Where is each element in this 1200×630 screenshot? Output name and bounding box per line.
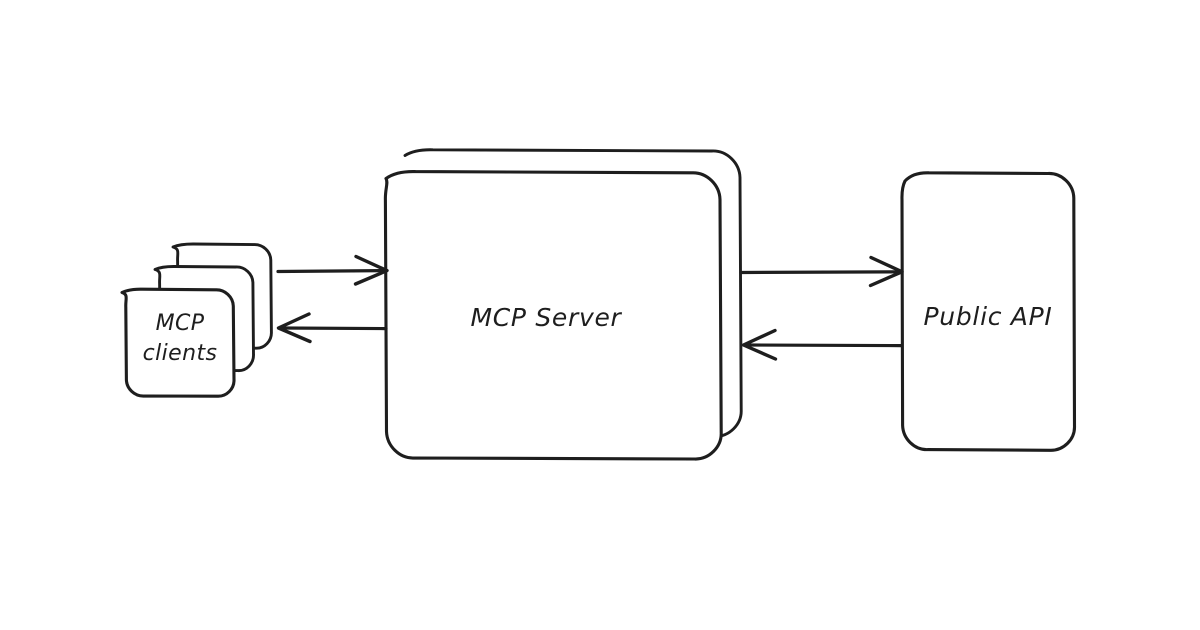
api-to-server-line — [743, 343, 903, 348]
clients-to-server-line — [276, 269, 388, 274]
mcp-clients-box-front — [120, 287, 236, 398]
server-to-clients-line — [278, 326, 388, 331]
mcp-server-label: MCP Server — [470, 303, 622, 332]
connector-server-to-api[interactable] — [739, 255, 904, 288]
node-mcp-server[interactable]: MCP Server — [383, 148, 743, 461]
clients-to-server-arrowhead — [353, 254, 389, 286]
server-to-clients-arrowhead — [276, 312, 312, 344]
node-public-api[interactable]: Public API — [900, 171, 1077, 452]
mcp-clients-label-line2: clients — [143, 341, 218, 366]
connector-api-to-server[interactable] — [741, 328, 903, 361]
public-api-box — [900, 171, 1077, 452]
api-to-server-arrowhead — [741, 328, 778, 361]
public-api-label: Public API — [924, 302, 1053, 331]
server-to-api-arrowhead — [868, 255, 904, 288]
connector-server-to-clients[interactable] — [276, 312, 388, 344]
server-to-api-line — [739, 270, 903, 275]
mcp-clients-label-line1: MCP — [156, 311, 205, 336]
connector-clients-to-server[interactable] — [276, 254, 389, 286]
mcp-server-box-front — [383, 170, 723, 461]
node-mcp-clients[interactable]: MCP clients — [120, 242, 273, 398]
